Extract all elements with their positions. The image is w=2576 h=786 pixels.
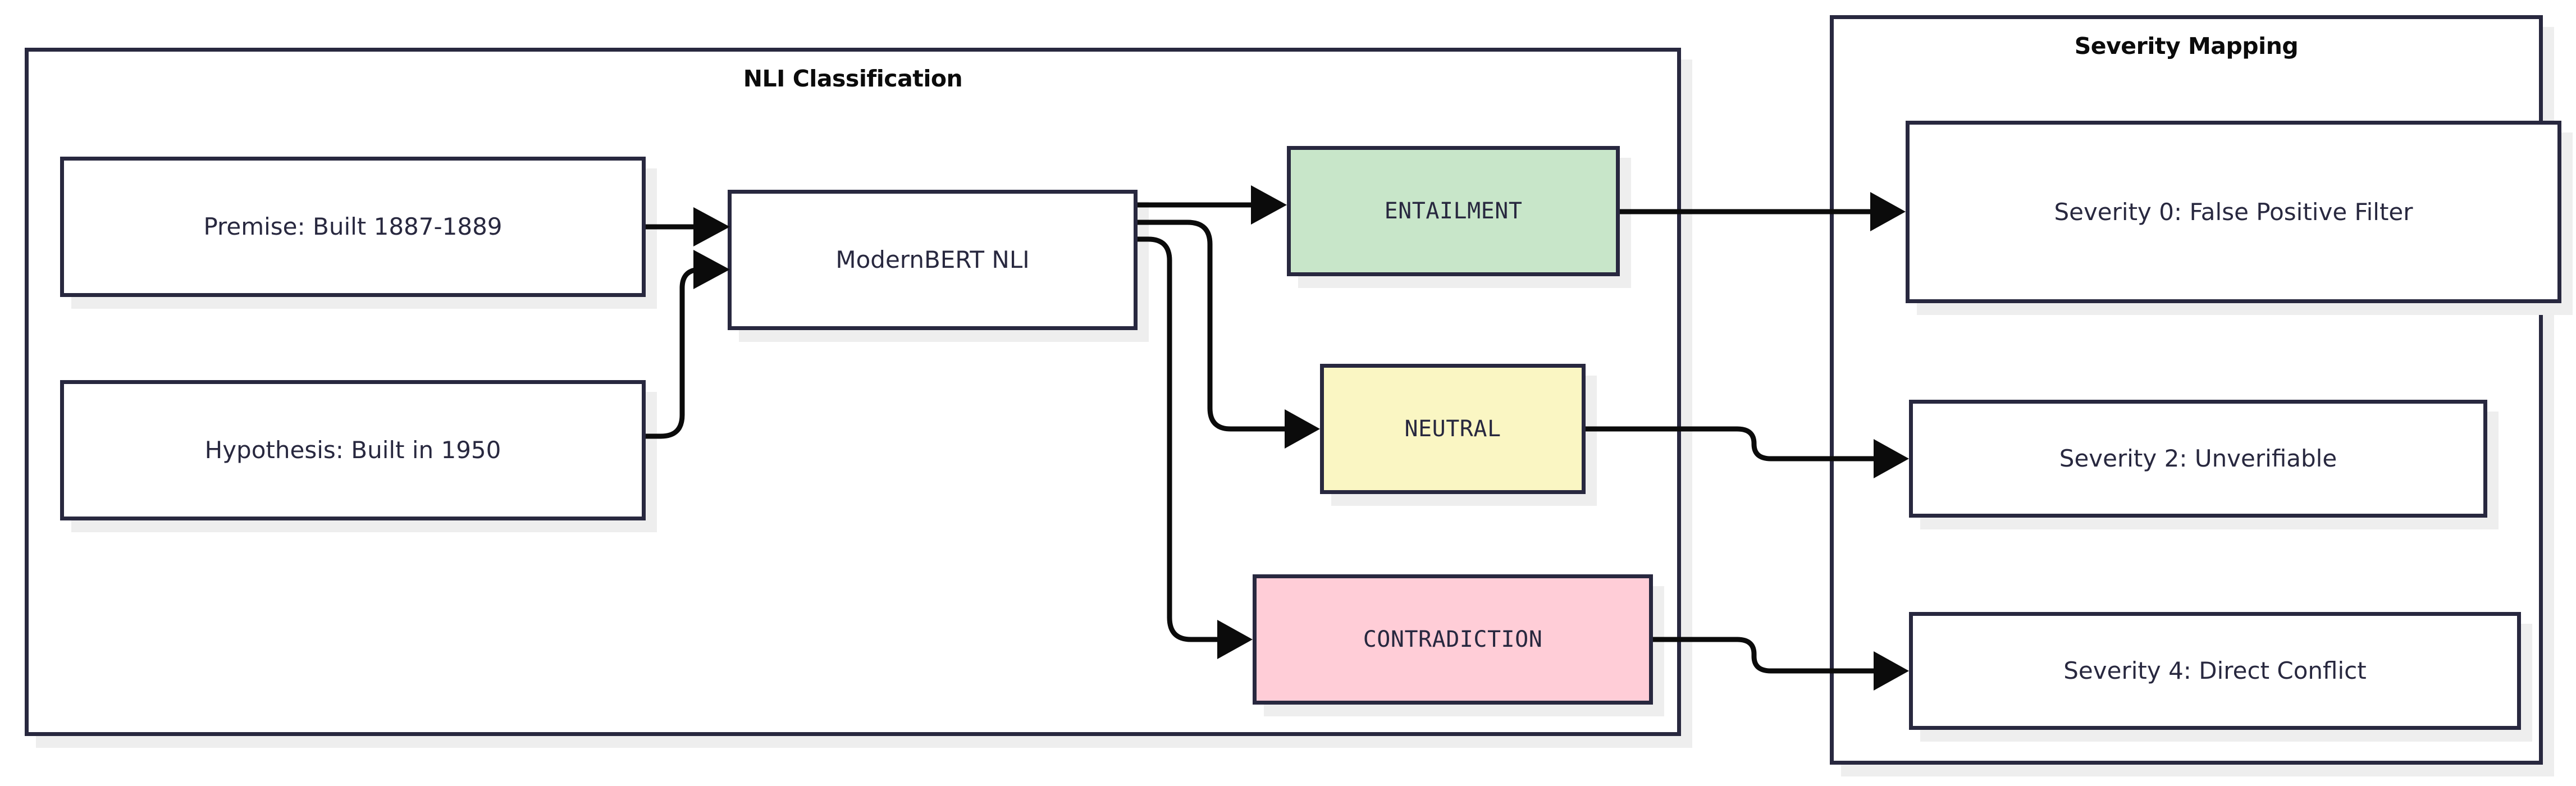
node-model[interactable]: ModernBERT NLI xyxy=(728,190,1138,330)
node-severity-0[interactable]: Severity 0: False Positive Filter xyxy=(1906,121,2561,303)
subgraph-title-nli-classification: NLI Classification xyxy=(743,65,963,92)
node-severity-2-label: Severity 2: Unverifiable xyxy=(2059,445,2337,473)
node-premise-label: Premise: Built 1887-1889 xyxy=(203,213,503,241)
node-contradiction[interactable]: CONTRADICTION xyxy=(1253,574,1653,705)
node-severity-4[interactable]: Severity 4: Direct Conflict xyxy=(1909,612,2521,730)
node-severity-2[interactable]: Severity 2: Unverifiable xyxy=(1909,400,2487,518)
node-contradiction-label: CONTRADICTION xyxy=(1363,626,1543,652)
node-neutral-label: NEUTRAL xyxy=(1404,415,1501,442)
node-hypothesis[interactable]: Hypothesis: Built in 1950 xyxy=(60,380,646,520)
node-hypothesis-label: Hypothesis: Built in 1950 xyxy=(204,436,501,464)
node-severity-0-label: Severity 0: False Positive Filter xyxy=(2054,198,2413,226)
node-model-label: ModernBERT NLI xyxy=(835,246,1030,274)
subgraph-title-severity-mapping: Severity Mapping xyxy=(2074,33,2299,60)
node-entailment[interactable]: ENTAILMENT xyxy=(1287,146,1620,276)
node-severity-4-label: Severity 4: Direct Conflict xyxy=(2063,657,2367,685)
node-entailment-label: ENTAILMENT xyxy=(1384,198,1523,224)
node-neutral[interactable]: NEUTRAL xyxy=(1320,364,1586,494)
node-premise[interactable]: Premise: Built 1887-1889 xyxy=(60,157,646,297)
